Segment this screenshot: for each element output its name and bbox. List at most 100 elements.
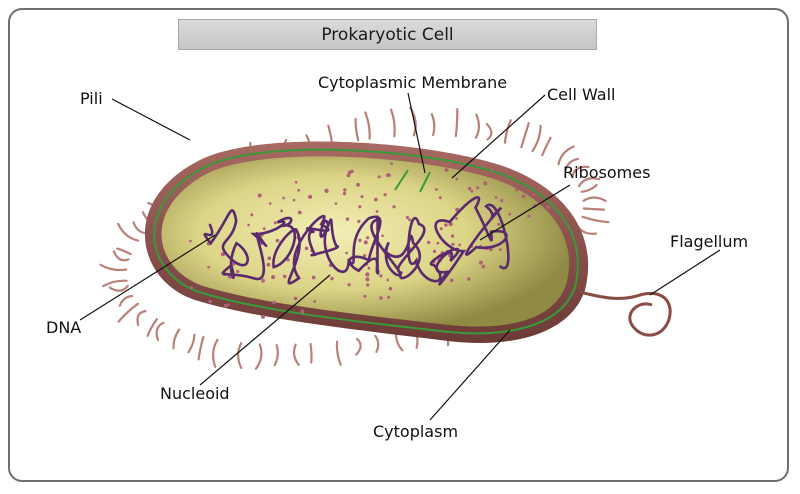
pilus <box>374 334 380 353</box>
ribosome <box>297 188 301 192</box>
pilus <box>474 113 481 139</box>
ribosome <box>405 215 409 220</box>
pilus <box>520 122 530 149</box>
ribosome <box>282 274 287 279</box>
ribosome <box>363 240 368 245</box>
ribosome <box>387 295 391 299</box>
ribosome <box>438 196 442 200</box>
ribosome <box>532 193 536 197</box>
ribosome <box>247 223 250 227</box>
ribosome <box>360 195 364 199</box>
dna-strand <box>203 196 510 286</box>
ribosome <box>483 181 488 186</box>
ribosome <box>374 197 378 202</box>
ribosome <box>346 173 351 178</box>
pilus <box>212 338 219 368</box>
pilus <box>355 337 362 356</box>
ribosome <box>390 162 393 166</box>
ribosome <box>447 162 451 166</box>
ribosome <box>381 234 384 238</box>
ribosome <box>499 248 502 252</box>
ribosome <box>363 254 367 258</box>
ribosome <box>207 265 211 269</box>
ribosome <box>268 202 272 205</box>
ribosome <box>345 217 350 221</box>
pilus <box>309 342 313 364</box>
label-flagellum: Flagellum <box>670 232 749 251</box>
ribosome <box>261 278 265 283</box>
pilus <box>102 279 128 288</box>
ribosome <box>342 191 347 196</box>
ribosome <box>358 238 362 243</box>
ribosome <box>262 227 266 231</box>
ribosome <box>356 182 360 187</box>
leader-lines <box>79 92 721 421</box>
leader-pili <box>111 98 191 141</box>
pilus <box>430 113 436 137</box>
dna-strands <box>203 196 510 286</box>
leader-cell-wall <box>451 94 546 179</box>
label-ribosomes: Ribosomes <box>563 163 651 182</box>
pilus <box>503 119 512 144</box>
pilus <box>580 184 598 193</box>
ribosome <box>347 283 351 287</box>
pilus <box>254 343 263 370</box>
pilus <box>531 124 542 152</box>
ribosome <box>250 213 254 217</box>
ribosome <box>481 264 486 269</box>
ribosome <box>450 234 455 238</box>
pilus <box>335 340 342 366</box>
ribosome <box>508 212 512 216</box>
ribosome <box>272 300 276 305</box>
ribosome <box>266 262 271 267</box>
ribosome <box>392 205 396 209</box>
ribosome <box>280 209 283 213</box>
ribosome <box>236 269 240 274</box>
ribosome <box>357 219 361 223</box>
ribosome <box>267 256 272 261</box>
ribosome <box>467 186 472 191</box>
pilus <box>118 294 134 307</box>
ribosome <box>208 299 212 304</box>
ribosome <box>358 205 362 209</box>
ribosome <box>294 180 298 184</box>
pilus <box>564 157 580 171</box>
ribosome <box>300 309 305 314</box>
ribosome <box>388 286 393 291</box>
label-pili: Pili <box>80 89 103 108</box>
ribosome <box>436 241 440 245</box>
leader-cytoplasm <box>429 329 511 421</box>
ribosome <box>297 210 302 215</box>
pilus <box>485 122 493 141</box>
ribosome <box>293 296 298 301</box>
ribosome <box>383 193 387 197</box>
pilus <box>172 328 181 350</box>
ribosome <box>527 214 531 218</box>
pilus <box>116 247 132 256</box>
ribosome <box>494 196 498 199</box>
pilus <box>582 196 607 202</box>
ribosome <box>375 210 379 213</box>
ribosome <box>467 277 471 281</box>
ribosome <box>257 193 262 198</box>
ribosome <box>500 199 504 203</box>
ribosome <box>546 205 551 210</box>
ribosome <box>439 227 443 231</box>
pilus <box>146 318 158 337</box>
leader-dna <box>79 234 216 321</box>
ribosome <box>444 223 448 227</box>
pilus <box>117 222 140 242</box>
ribosome <box>379 296 383 300</box>
ribosome <box>343 188 347 192</box>
pilus <box>292 343 300 366</box>
ribosome <box>386 278 390 282</box>
pilus <box>454 108 459 137</box>
pilus <box>390 108 396 138</box>
pilus <box>237 342 243 369</box>
ribosome <box>271 275 276 280</box>
ribosome <box>311 275 316 280</box>
ribosome <box>189 239 192 243</box>
leader-flagellum <box>649 249 721 296</box>
ribosome <box>455 217 458 220</box>
pilus <box>117 302 139 323</box>
